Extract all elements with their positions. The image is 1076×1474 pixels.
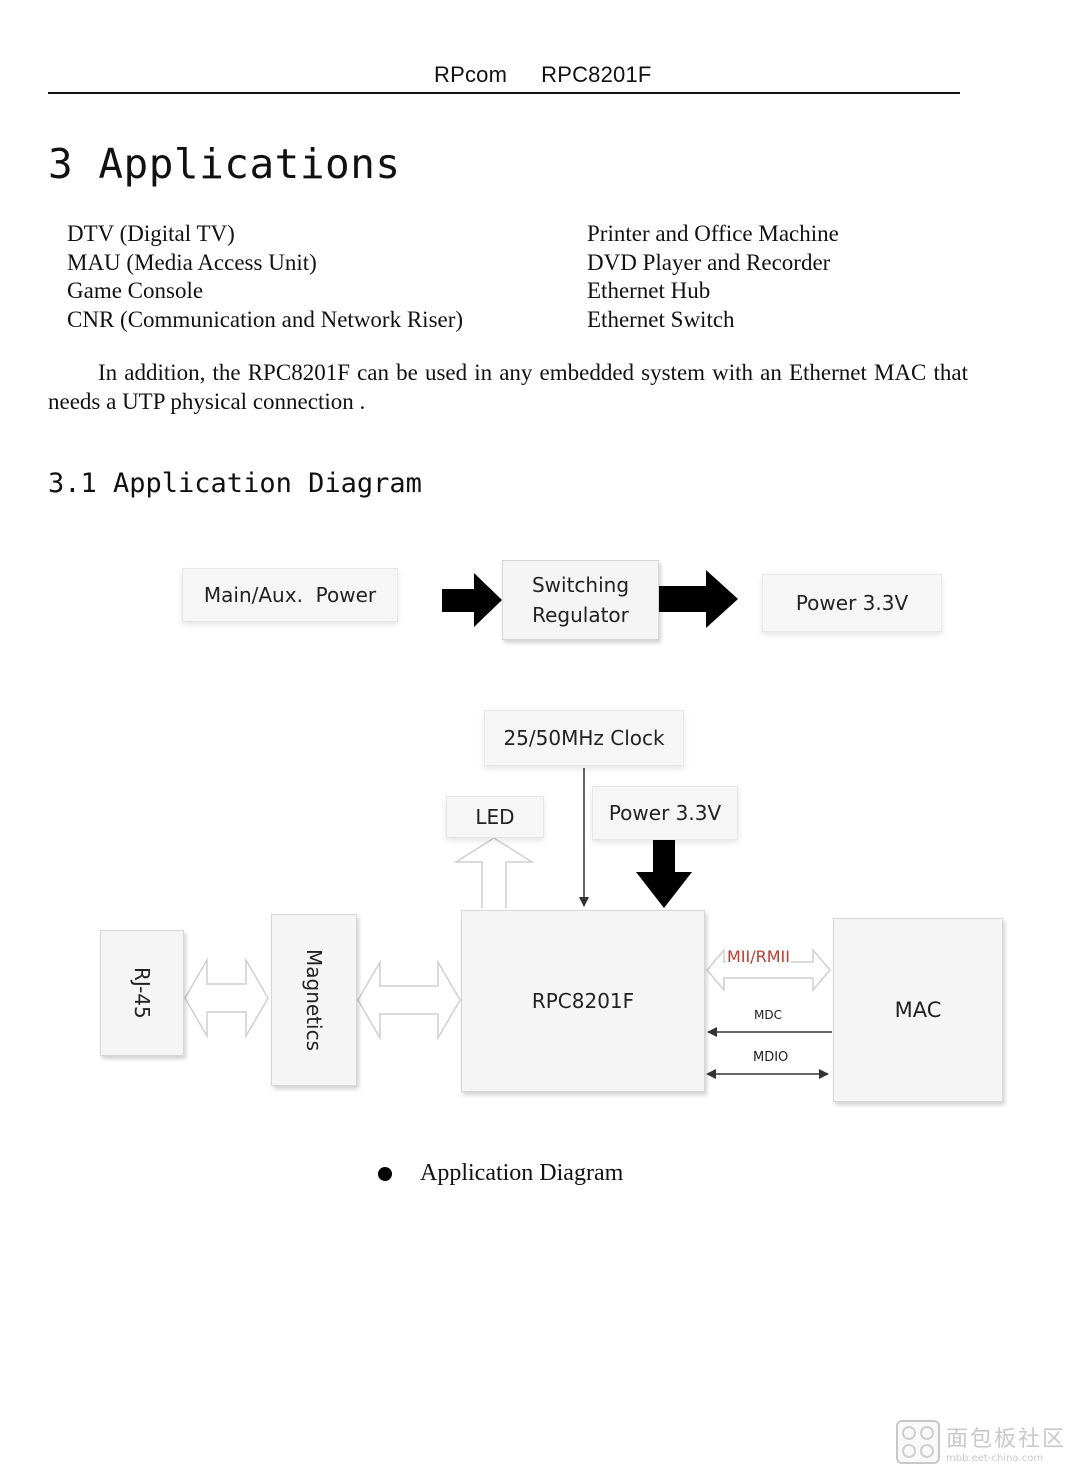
header-company: RPcom — [434, 62, 508, 87]
caption-text: Application Diagram — [420, 1160, 624, 1186]
header-text: RPcom RPC8201F — [434, 62, 652, 88]
clock-box: 25/50MHz Clock — [484, 710, 684, 766]
figure-caption: Application Diagram — [378, 1160, 623, 1187]
mii-arrow — [706, 947, 831, 993]
intro-paragraph: In addition, the RPC8201F can be used in… — [48, 360, 968, 414]
mac-label: MAC — [894, 998, 942, 1022]
watermark: 面包板社区 mbb.eet-china.com — [896, 1420, 1066, 1464]
application-item: DVD Player and Recorder — [587, 249, 831, 275]
application-item: MAU (Media Access Unit) — [67, 249, 317, 275]
led-box: LED — [446, 796, 544, 838]
application-item: DTV (Digital TV) — [67, 221, 235, 246]
regulator-label-line2: Regulator — [532, 603, 629, 627]
led-arrow — [453, 837, 535, 908]
magnetics-chip-arrow — [357, 959, 461, 1041]
watermark-text: 面包板社区 — [946, 1426, 1067, 1452]
switching-regulator-box: Switching Regulator — [502, 560, 659, 640]
regulator-label-line1: Switching — [531, 573, 630, 597]
mdc-label: MDC — [754, 1008, 782, 1022]
bullet-icon — [378, 1166, 392, 1181]
mdio-label: MDIO — [753, 1050, 789, 1065]
chip-label: RPC8201F — [531, 989, 635, 1013]
clock-label: 25/50MHz Clock — [503, 726, 665, 750]
led-label: LED — [475, 805, 515, 829]
page-header: RPcom RPC8201F — [48, 60, 960, 94]
power-out-label: Power 3.3V — [795, 591, 909, 615]
power-out-box: Power 3.3V — [762, 574, 942, 632]
magnetics-box: Magnetics — [271, 914, 357, 1086]
applications-list-right: Printer and Office Machine DVD Player an… — [587, 220, 839, 334]
chip-box: RPC8201F — [461, 910, 705, 1092]
mdio-arrowhead-left — [706, 1069, 716, 1079]
power-source-box: Main/Aux. Power — [182, 568, 398, 622]
application-item: CNR (Communication and Network Riser) — [67, 306, 464, 332]
application-item: Ethernet Switch — [587, 306, 735, 332]
mii-label: MII/RMII — [726, 947, 791, 966]
chip-power-label: Power 3.3V — [608, 801, 722, 825]
section-title: 3 Applications — [48, 140, 401, 188]
header-part-number: RPC8201F — [541, 62, 652, 87]
chip-power-arrow — [636, 840, 692, 908]
applications-list-left: DTV (Digital TV) MAU (Media Access Unit)… — [67, 220, 463, 334]
power-arrow-2 — [659, 570, 738, 628]
application-item: Ethernet Hub — [587, 278, 711, 303]
application-item: Game Console — [67, 278, 204, 303]
rj45-box: RJ-45 — [100, 930, 184, 1056]
rj45-magnetics-arrow — [184, 957, 269, 1039]
application-item: Printer and Office Machine — [587, 221, 839, 246]
watermark-url: mbb.eet-china.com — [946, 1452, 1044, 1464]
rj45-label: RJ-45 — [130, 967, 154, 1019]
magnetics-label: Magnetics — [302, 948, 326, 1051]
mac-box: MAC — [833, 918, 1003, 1102]
watermark-logo-icon — [896, 1420, 940, 1464]
chip-power-box: Power 3.3V — [592, 786, 738, 840]
power-source-label: Main/Aux. Power — [203, 583, 377, 607]
power-arrow-1 — [442, 573, 502, 627]
subsection-title: 3.1 Application Diagram — [48, 468, 422, 499]
